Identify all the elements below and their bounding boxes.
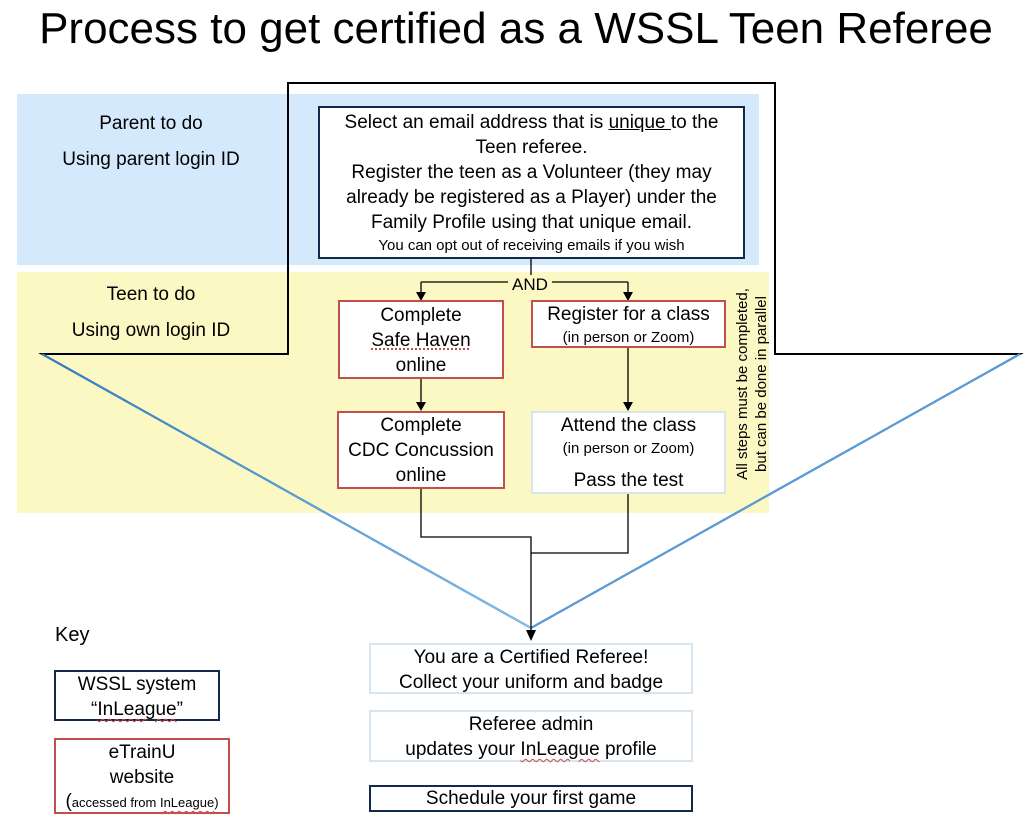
cdc-line2: CDC Concussion	[348, 440, 494, 461]
key-inleague-name: InLeague	[97, 699, 177, 720]
register-class-line2: (in person or Zoom)	[562, 329, 695, 346]
key-close-quote: ”	[176, 699, 183, 720]
register-class-line1: Register for a class	[547, 304, 710, 325]
key-paren-open: (	[65, 791, 72, 812]
schedule-line: Schedule your first game	[425, 788, 637, 809]
parent-lane-title: Parent to do	[99, 113, 203, 134]
parallel-note-line2: but can be done in parallel	[753, 296, 770, 472]
page-title: Process to get certified as a WSSL Teen …	[39, 4, 993, 53]
key-paren-close: )	[214, 795, 219, 810]
teen-lane-title: Teen to do	[106, 284, 196, 305]
admin-update-box: Referee admin updates your InLeague prof…	[369, 710, 693, 762]
parent-box-line6: You can opt out of receiving emails if y…	[378, 237, 685, 254]
safe-haven-line1: Complete	[380, 305, 462, 326]
attend-class-box: Attend the class (in person or Zoom) Pas…	[531, 411, 726, 494]
parent-box-line1: Select an email address that is	[344, 112, 609, 133]
schedule-game-box: Schedule your first game	[369, 785, 693, 812]
inleague-name: InLeague	[520, 739, 600, 760]
certified-line1: You are a Certified Referee!	[413, 647, 649, 668]
certified-line2: Collect your uniform and badge	[398, 672, 664, 693]
parent-box-line2: Teen referee.	[475, 137, 588, 158]
parent-lane-login: Using parent login ID	[62, 149, 240, 170]
parent-box-line3: Register the teen as a Volunteer (they m…	[351, 162, 712, 183]
admin-line2-end: profile	[599, 739, 657, 760]
parent-box-line4: already be registered as a Player) under…	[346, 187, 717, 208]
admin-line1: Referee admin	[468, 714, 594, 735]
parent-box-line5: Family Profile using that unique email.	[370, 212, 693, 233]
parallel-note-line1: All steps must be completed,	[734, 288, 751, 480]
parent-box-line1-end: to the	[670, 112, 719, 133]
admin-line2: updates your	[405, 739, 521, 760]
certified-referee-box: You are a Certified Referee! Collect you…	[369, 643, 693, 694]
and-label: AND	[508, 275, 552, 295]
teen-lane-label: Teen to do Using own login ID	[40, 277, 262, 349]
key-title: Key	[55, 624, 90, 646]
parent-lane-label: Parent to do Using parent login ID	[40, 106, 262, 178]
safe-haven-box: Complete Safe Haven online	[338, 300, 504, 379]
key-open-quote: “	[91, 699, 98, 720]
key-etrainu-line1: eTrainU	[108, 742, 176, 763]
key-etrainu-inleague: InLeague	[159, 795, 215, 810]
key-wssl-system: WSSL system “InLeague”	[54, 670, 220, 721]
pass-test-line: Pass the test	[573, 470, 684, 491]
teen-lane-login: Using own login ID	[71, 320, 231, 341]
register-teen-box: Select an email address that is unique t…	[318, 106, 745, 259]
key-etrainu-line2: website	[109, 767, 175, 788]
unique-emphasis: unique	[608, 112, 671, 133]
key-accessed-from: accessed from	[71, 795, 160, 810]
safe-haven-line3: online	[395, 355, 447, 376]
key-wssl-line1: WSSL system	[77, 674, 197, 695]
key-etrainu: eTrainU website (accessed from InLeague)	[54, 738, 230, 814]
cdc-concussion-box: Complete CDC Concussion online	[337, 411, 505, 489]
attend-class-line1: Attend the class	[560, 415, 697, 436]
attend-class-line2: (in person or Zoom)	[562, 440, 695, 457]
safe-haven-line2: Safe Haven	[371, 330, 471, 351]
cdc-line3: online	[395, 465, 447, 486]
register-class-box: Register for a class (in person or Zoom)	[531, 300, 726, 348]
funnel-left-edge	[41, 353, 532, 629]
funnel-right-edge	[530, 353, 1021, 629]
cdc-line1: Complete	[380, 415, 462, 436]
